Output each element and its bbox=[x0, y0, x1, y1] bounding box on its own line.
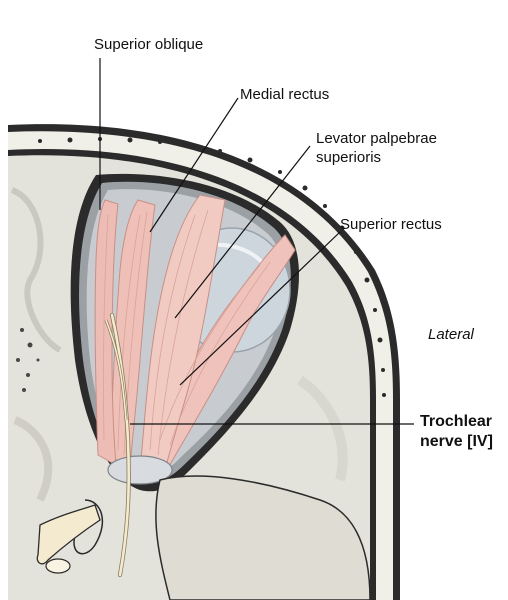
label-lateral: Lateral bbox=[428, 326, 474, 343]
anterior-clinoid bbox=[155, 475, 371, 600]
label-superior-rectus: Superior rectus bbox=[340, 216, 442, 233]
levator-muscle bbox=[139, 194, 226, 471]
diploe-pattern bbox=[38, 137, 386, 397]
label-levator-line2: superioris bbox=[316, 149, 382, 166]
label-medial-rectus: Medial rectus bbox=[240, 86, 330, 103]
cranial-floor-shading bbox=[10, 187, 62, 353]
label-levator-line1: Levator palpebrae bbox=[316, 130, 437, 147]
bone-stalk bbox=[36, 504, 101, 565]
label-trochlear-line1: Trochlear bbox=[420, 413, 493, 430]
superior-oblique-muscle bbox=[94, 199, 119, 466]
leader-lines bbox=[99, 58, 414, 425]
label-superior-oblique: Superior oblique bbox=[94, 36, 204, 53]
common-tendinous-ring bbox=[107, 455, 173, 485]
label-trochlear-line2: nerve [IV] bbox=[420, 433, 493, 450]
